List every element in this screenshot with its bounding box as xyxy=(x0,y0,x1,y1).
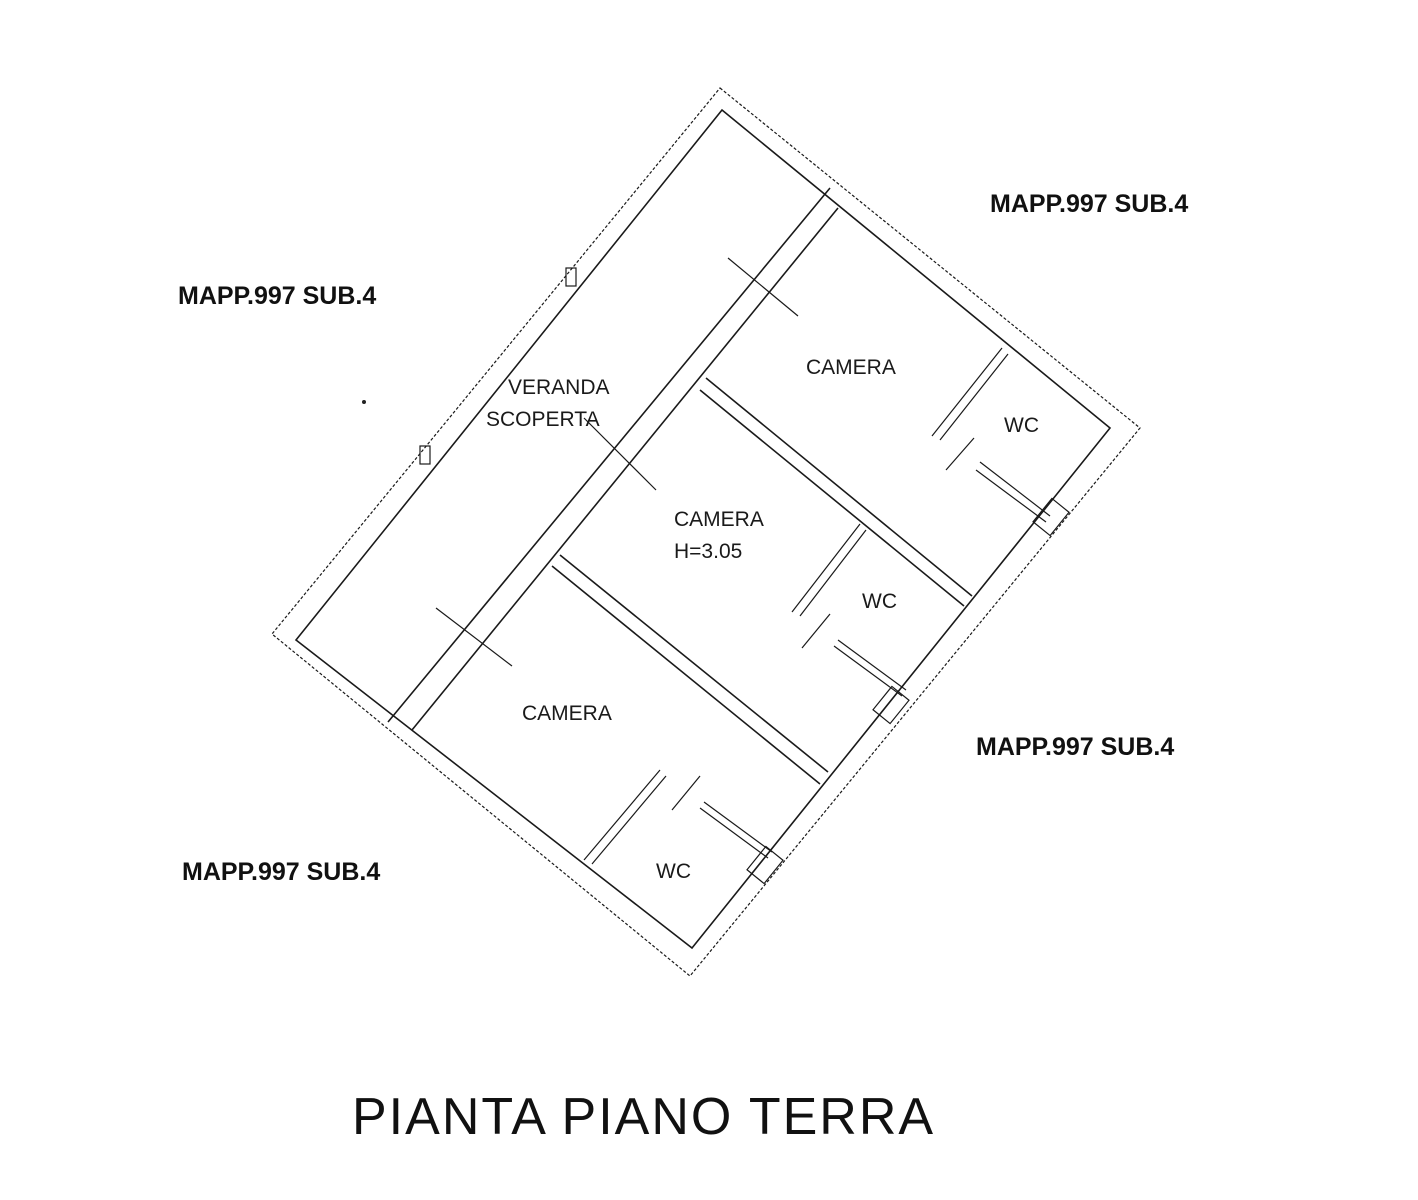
wc-middle-label: WC xyxy=(862,590,897,613)
outer-wall-inner xyxy=(294,108,1112,950)
veranda-wall-line-b xyxy=(411,207,839,731)
window-marks xyxy=(419,267,1070,885)
wc-mid-leaf xyxy=(801,613,831,649)
veranda-label-2: SCOPERTA xyxy=(486,408,600,431)
window-left-2 xyxy=(419,445,431,465)
wc-top-door-a xyxy=(975,469,1047,523)
veranda-label-1: VERANDA xyxy=(508,376,610,399)
outer-walls xyxy=(271,87,1141,977)
wc-bot-wall-b xyxy=(591,775,667,865)
wc-top-leaf xyxy=(945,437,975,471)
wc-mid-door-a xyxy=(833,645,903,697)
wc-top-door-b xyxy=(979,461,1051,517)
door-marks xyxy=(435,257,799,667)
wall-middle-bottom-b xyxy=(551,565,821,785)
door-bottom xyxy=(435,607,513,667)
wc-walls xyxy=(583,347,1051,865)
window-right-3 xyxy=(746,845,784,885)
wc-bottom-label: WC xyxy=(656,860,691,883)
neighbor-labels: MAPP.997 SUB.4 MAPP.997 SUB.4 MAPP.997 S… xyxy=(178,190,1188,886)
camera-bottom-label: CAMERA xyxy=(522,702,612,725)
window-left-1 xyxy=(565,267,577,287)
neighbor-bottom-left-label: MAPP.997 SUB.4 xyxy=(182,858,380,886)
door-middle xyxy=(583,417,657,491)
camera-middle-label: CAMERA xyxy=(674,508,764,531)
neighbor-bottom-right-label: MAPP.997 SUB.4 xyxy=(976,733,1174,761)
neighbor-top-right-label: MAPP.997 SUB.4 xyxy=(990,190,1188,218)
wc-bot-wall-a xyxy=(583,769,661,861)
wall-middle-bottom-a xyxy=(559,554,829,773)
camera-top-label: CAMERA xyxy=(806,356,896,379)
wc-top-wall-b xyxy=(939,353,1009,441)
wc-top-label: WC xyxy=(1004,414,1039,437)
neighbor-left-label: MAPP.997 SUB.4 xyxy=(178,282,376,310)
window-right-1 xyxy=(1032,497,1070,537)
door-top xyxy=(727,257,799,317)
wc-bot-leaf xyxy=(671,775,701,811)
scan-dot xyxy=(362,400,366,404)
window-right-2 xyxy=(872,685,910,725)
wc-bot-door-b xyxy=(703,801,773,853)
veranda-wall xyxy=(387,187,839,731)
plan-title: PIANTA PIANO TERRA xyxy=(352,1088,935,1146)
wc-top-wall-a xyxy=(931,347,1003,437)
wc-mid-door-b xyxy=(837,639,907,691)
veranda-wall-line-a xyxy=(387,187,831,723)
wc-mid-wall-b xyxy=(799,529,867,617)
wc-mid-wall-a xyxy=(791,523,861,613)
outer-wall-outline xyxy=(271,87,1141,977)
wc-bot-door-a xyxy=(699,807,769,859)
room-labels: VERANDA SCOPERTA CAMERA WC CAMERA H=3.05… xyxy=(486,356,1039,883)
height-middle-label: H=3.05 xyxy=(674,540,742,563)
room-walls xyxy=(551,377,973,785)
wall-top-middle-a xyxy=(705,377,973,597)
wall-top-middle-b xyxy=(699,389,965,607)
